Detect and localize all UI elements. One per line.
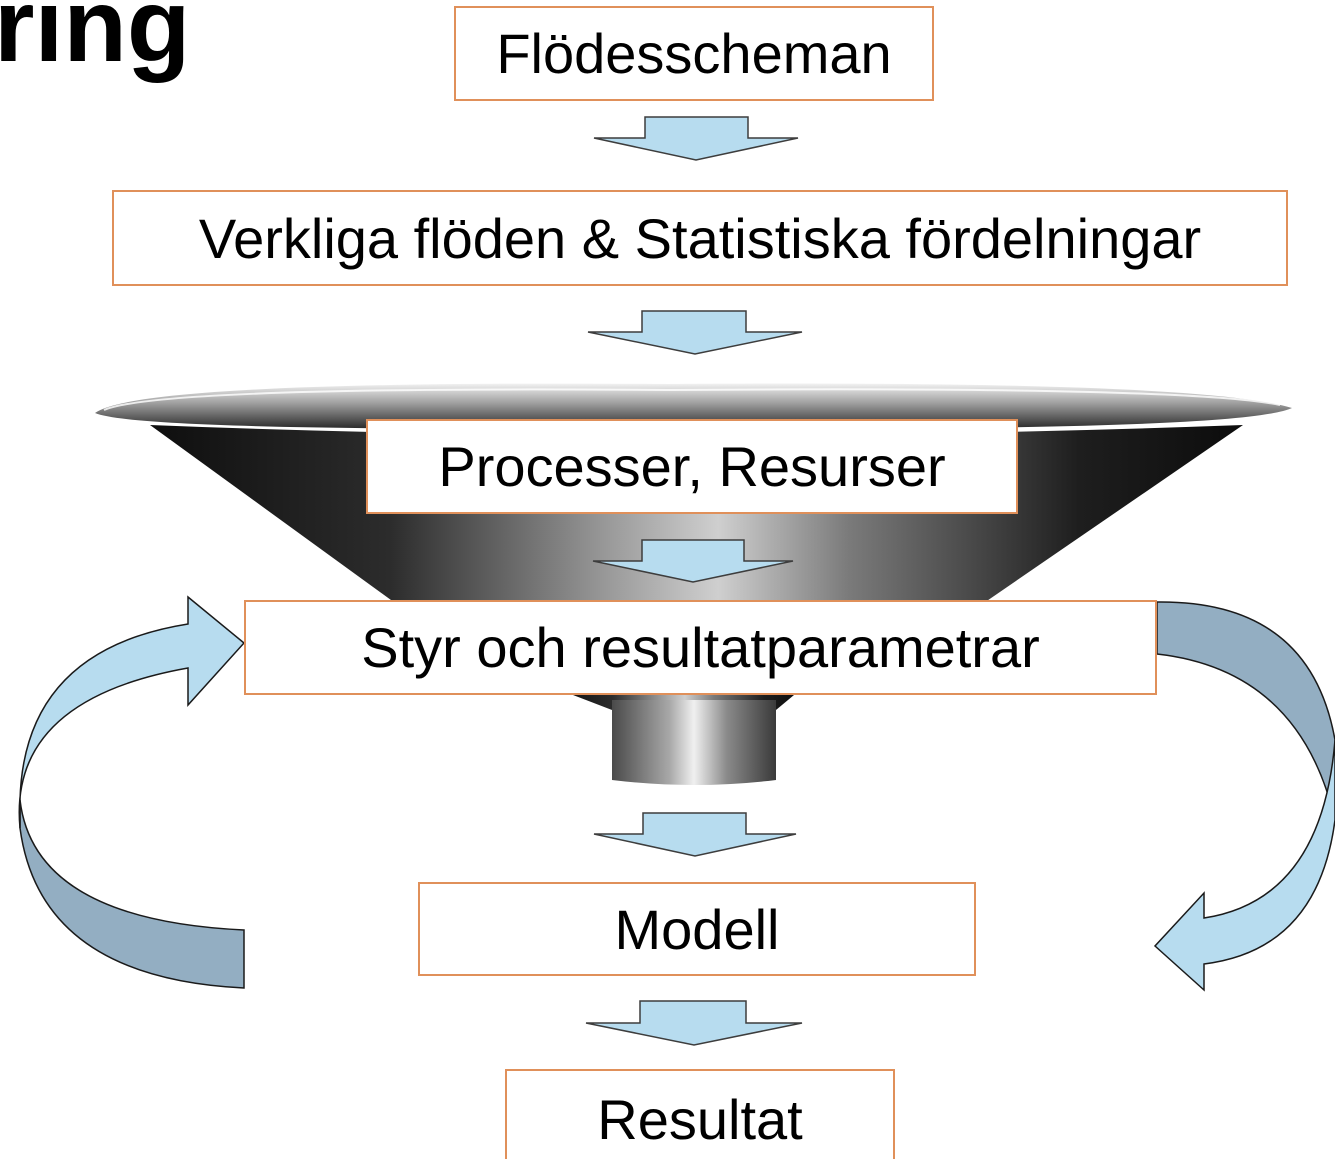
box-verkliga-floden: Verkliga flöden & Statistiska fördelning…	[112, 190, 1288, 286]
flow-arrow-1	[593, 116, 799, 161]
flow-arrow-5	[585, 1000, 803, 1046]
flow-arrow-3	[592, 539, 794, 583]
box-resultat: Resultat	[505, 1069, 895, 1159]
box-styr-och-resultatparametrar: Styr och resultatparametrar	[244, 600, 1157, 695]
curved-arrow-icon-left	[18, 595, 246, 989]
box-processer-resurser: Processer, Resurser	[366, 419, 1018, 514]
flow-arrow-4	[593, 812, 797, 857]
flow-arrow-2	[587, 310, 803, 355]
box-modell: Modell	[418, 882, 976, 976]
curved-arrow-icon-right	[1153, 601, 1335, 992]
box-flodesscheman: Flödesscheman	[454, 6, 934, 101]
slide-title-fragment: ring	[0, 0, 191, 84]
